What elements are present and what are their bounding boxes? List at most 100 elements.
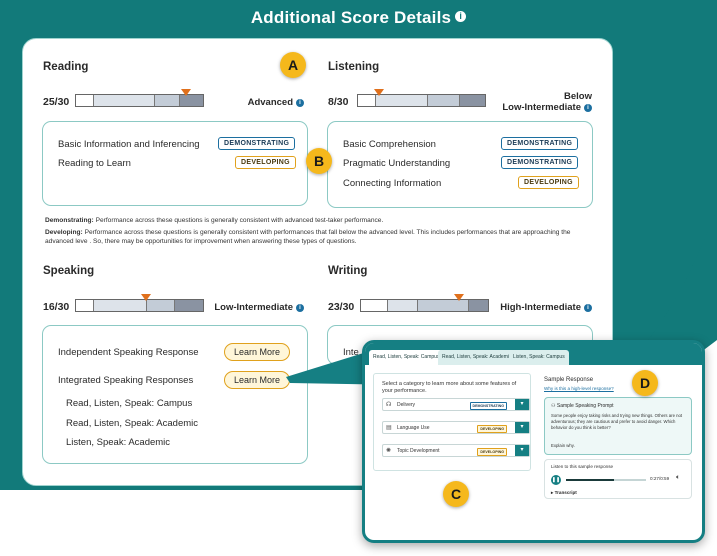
sample-prompt-box: ⚇ Sample Speaking Prompt Some people enj… <box>544 397 692 455</box>
callout-d: D <box>632 370 658 396</box>
reading-score-marker <box>180 89 191 96</box>
book-icon: ▤ <box>386 425 392 431</box>
speaking-score: 16/30 <box>43 301 70 313</box>
reading-level-text: Advanced <box>247 97 293 108</box>
category-panel-title: Select a category to learn more about so… <box>382 381 517 394</box>
reading-skill-name: Reading to Learn <box>58 158 131 169</box>
demonstrating-note: Demonstrating: Performance across these … <box>45 216 585 225</box>
writing-score: 23/30 <box>328 301 355 313</box>
writing-score-marker <box>454 294 465 301</box>
sample-prompt-heading-text: Sample Speaking Prompt <box>556 403 614 409</box>
popup-tab[interactable]: Listen, Speak: Campus <box>509 350 569 365</box>
speaking-score-bar <box>75 299 204 312</box>
sample-prompt-text: Some people enjoy taking risks and tryin… <box>551 413 683 430</box>
chevron-down-icon[interactable]: ▾ <box>515 399 529 410</box>
category-name: Topic Development <box>397 448 440 454</box>
status-badge: DEVELOPING <box>518 176 579 189</box>
callout-a: A <box>280 52 306 78</box>
high-level-response-link[interactable]: Why is this a high-level response? <box>544 386 614 391</box>
transcript-label: Transcript <box>554 490 577 495</box>
reading-score-bar <box>75 94 204 107</box>
speech-icon: ☊ <box>386 402 392 408</box>
info-icon[interactable]: i <box>455 11 467 22</box>
people-icon: ⚇ <box>551 403 556 409</box>
note-text: Performance across these questions is ge… <box>45 229 571 245</box>
pause-icon[interactable]: ❚❚ <box>551 475 561 485</box>
chevron-down-icon[interactable]: ▾ <box>515 422 529 433</box>
status-badge: DEVELOPING <box>477 425 507 433</box>
developing-note: Developing: Performance across these que… <box>45 228 585 246</box>
transcript-toggle[interactable]: ▸ Transcript <box>551 490 577 495</box>
speaking-detail-popup: Read, Listen, Speak: Campus Read, Listen… <box>362 340 705 543</box>
listening-score: 8/30 <box>328 96 349 108</box>
callout-c: C <box>443 481 469 507</box>
category-row-delivery[interactable]: ☊ Delivery DEMONSTRATING ▾ <box>382 398 530 411</box>
status-badge: DEMONSTRATING <box>501 137 579 150</box>
popup-tab[interactable]: Read, Listen, Speak: Academic <box>438 350 516 365</box>
writing-score-bar <box>360 299 489 312</box>
speaking-sub-item[interactable]: Read, Listen, Speak: Academic <box>66 418 199 429</box>
learn-more-button[interactable]: Learn More <box>224 371 291 389</box>
category-row-language-use[interactable]: ▤ Language Use DEVELOPING ▾ <box>382 421 530 434</box>
reading-score: 25/30 <box>43 96 70 108</box>
info-icon[interactable]: i <box>584 304 592 312</box>
sample-prompt-explain: Explain why. <box>551 443 575 448</box>
popup-tab[interactable]: Read, Listen, Speak: Campus <box>369 350 444 365</box>
page-title-text: Additional Score Details <box>250 8 452 27</box>
chevron-down-icon[interactable]: ▾ <box>515 445 529 456</box>
sample-prompt-heading: ⚇ Sample Speaking Prompt <box>551 403 614 409</box>
reading-skill-name: Basic Information and Inferencing <box>58 139 200 150</box>
status-badge: DEVELOPING <box>235 156 296 169</box>
note-label: Demonstrating: <box>45 217 94 224</box>
listening-score-marker <box>373 89 384 96</box>
listening-score-bar <box>357 94 486 107</box>
learn-more-button[interactable]: Learn More <box>224 343 291 361</box>
audio-progress-fill <box>566 479 614 481</box>
independent-speaking-label: Independent Speaking Response <box>58 347 199 358</box>
writing-level-text: High-Intermediate <box>500 302 581 313</box>
speaking-level-text: Low-Intermediate <box>214 302 293 313</box>
writing-title: Writing <box>328 265 368 277</box>
lightbulb-icon: ✺ <box>386 448 392 454</box>
speaking-sub-item[interactable]: Listen, Speak: Academic <box>66 437 171 448</box>
info-icon[interactable]: i <box>584 104 592 112</box>
listening-title: Listening <box>328 61 380 73</box>
audio-time: 0:27/0:59 <box>650 476 670 481</box>
reading-title: Reading <box>43 61 89 73</box>
speaking-score-marker <box>140 294 151 301</box>
popup-tab-bar: Read, Listen, Speak: Campus Read, Listen… <box>365 343 702 365</box>
status-badge: DEVELOPING <box>477 448 507 456</box>
audio-label: Listen to this sample response <box>551 464 614 469</box>
sample-response-panel: Sample Response Why is this a high-level… <box>542 373 694 537</box>
sample-response-title: Sample Response <box>544 377 594 383</box>
listening-skill-name: Pragmatic Understanding <box>343 158 451 169</box>
info-icon[interactable]: i <box>296 304 304 312</box>
info-icon[interactable]: i <box>296 99 304 107</box>
note-label: Developing: <box>45 229 83 236</box>
callout-b: B <box>306 148 332 174</box>
status-badge: DEMONSTRATING <box>501 156 579 169</box>
audio-progress-track[interactable] <box>566 479 646 481</box>
category-name: Language Use <box>397 425 430 431</box>
speaking-sub-item[interactable]: Read, Listen, Speak: Campus <box>66 398 193 409</box>
note-text: Performance across these questions is ge… <box>95 217 384 224</box>
listening-level-line1: Below <box>564 91 592 102</box>
integrated-speaking-label: Integrated Speaking Responses <box>58 375 194 386</box>
listening-skill-name: Basic Comprehension <box>343 139 436 150</box>
audio-player: Listen to this sample response ❚❚ 0:27/0… <box>544 459 692 499</box>
category-panel: Select a category to learn more about so… <box>373 373 531 471</box>
volume-icon[interactable]: 🔈︎ <box>676 474 681 481</box>
category-row-topic-development[interactable]: ✺ Topic Development DEVELOPING ▾ <box>382 444 530 457</box>
status-badge: DEMONSTRATING <box>469 402 507 410</box>
writing-skill-name: Inte <box>343 347 359 358</box>
category-name: Delivery <box>397 402 416 408</box>
speaking-title: Speaking <box>43 265 95 277</box>
listening-skill-name: Connecting Information <box>343 178 442 189</box>
listening-level-line2: Low-Intermediate <box>502 102 581 113</box>
status-badge: DEMONSTRATING <box>218 137 296 150</box>
